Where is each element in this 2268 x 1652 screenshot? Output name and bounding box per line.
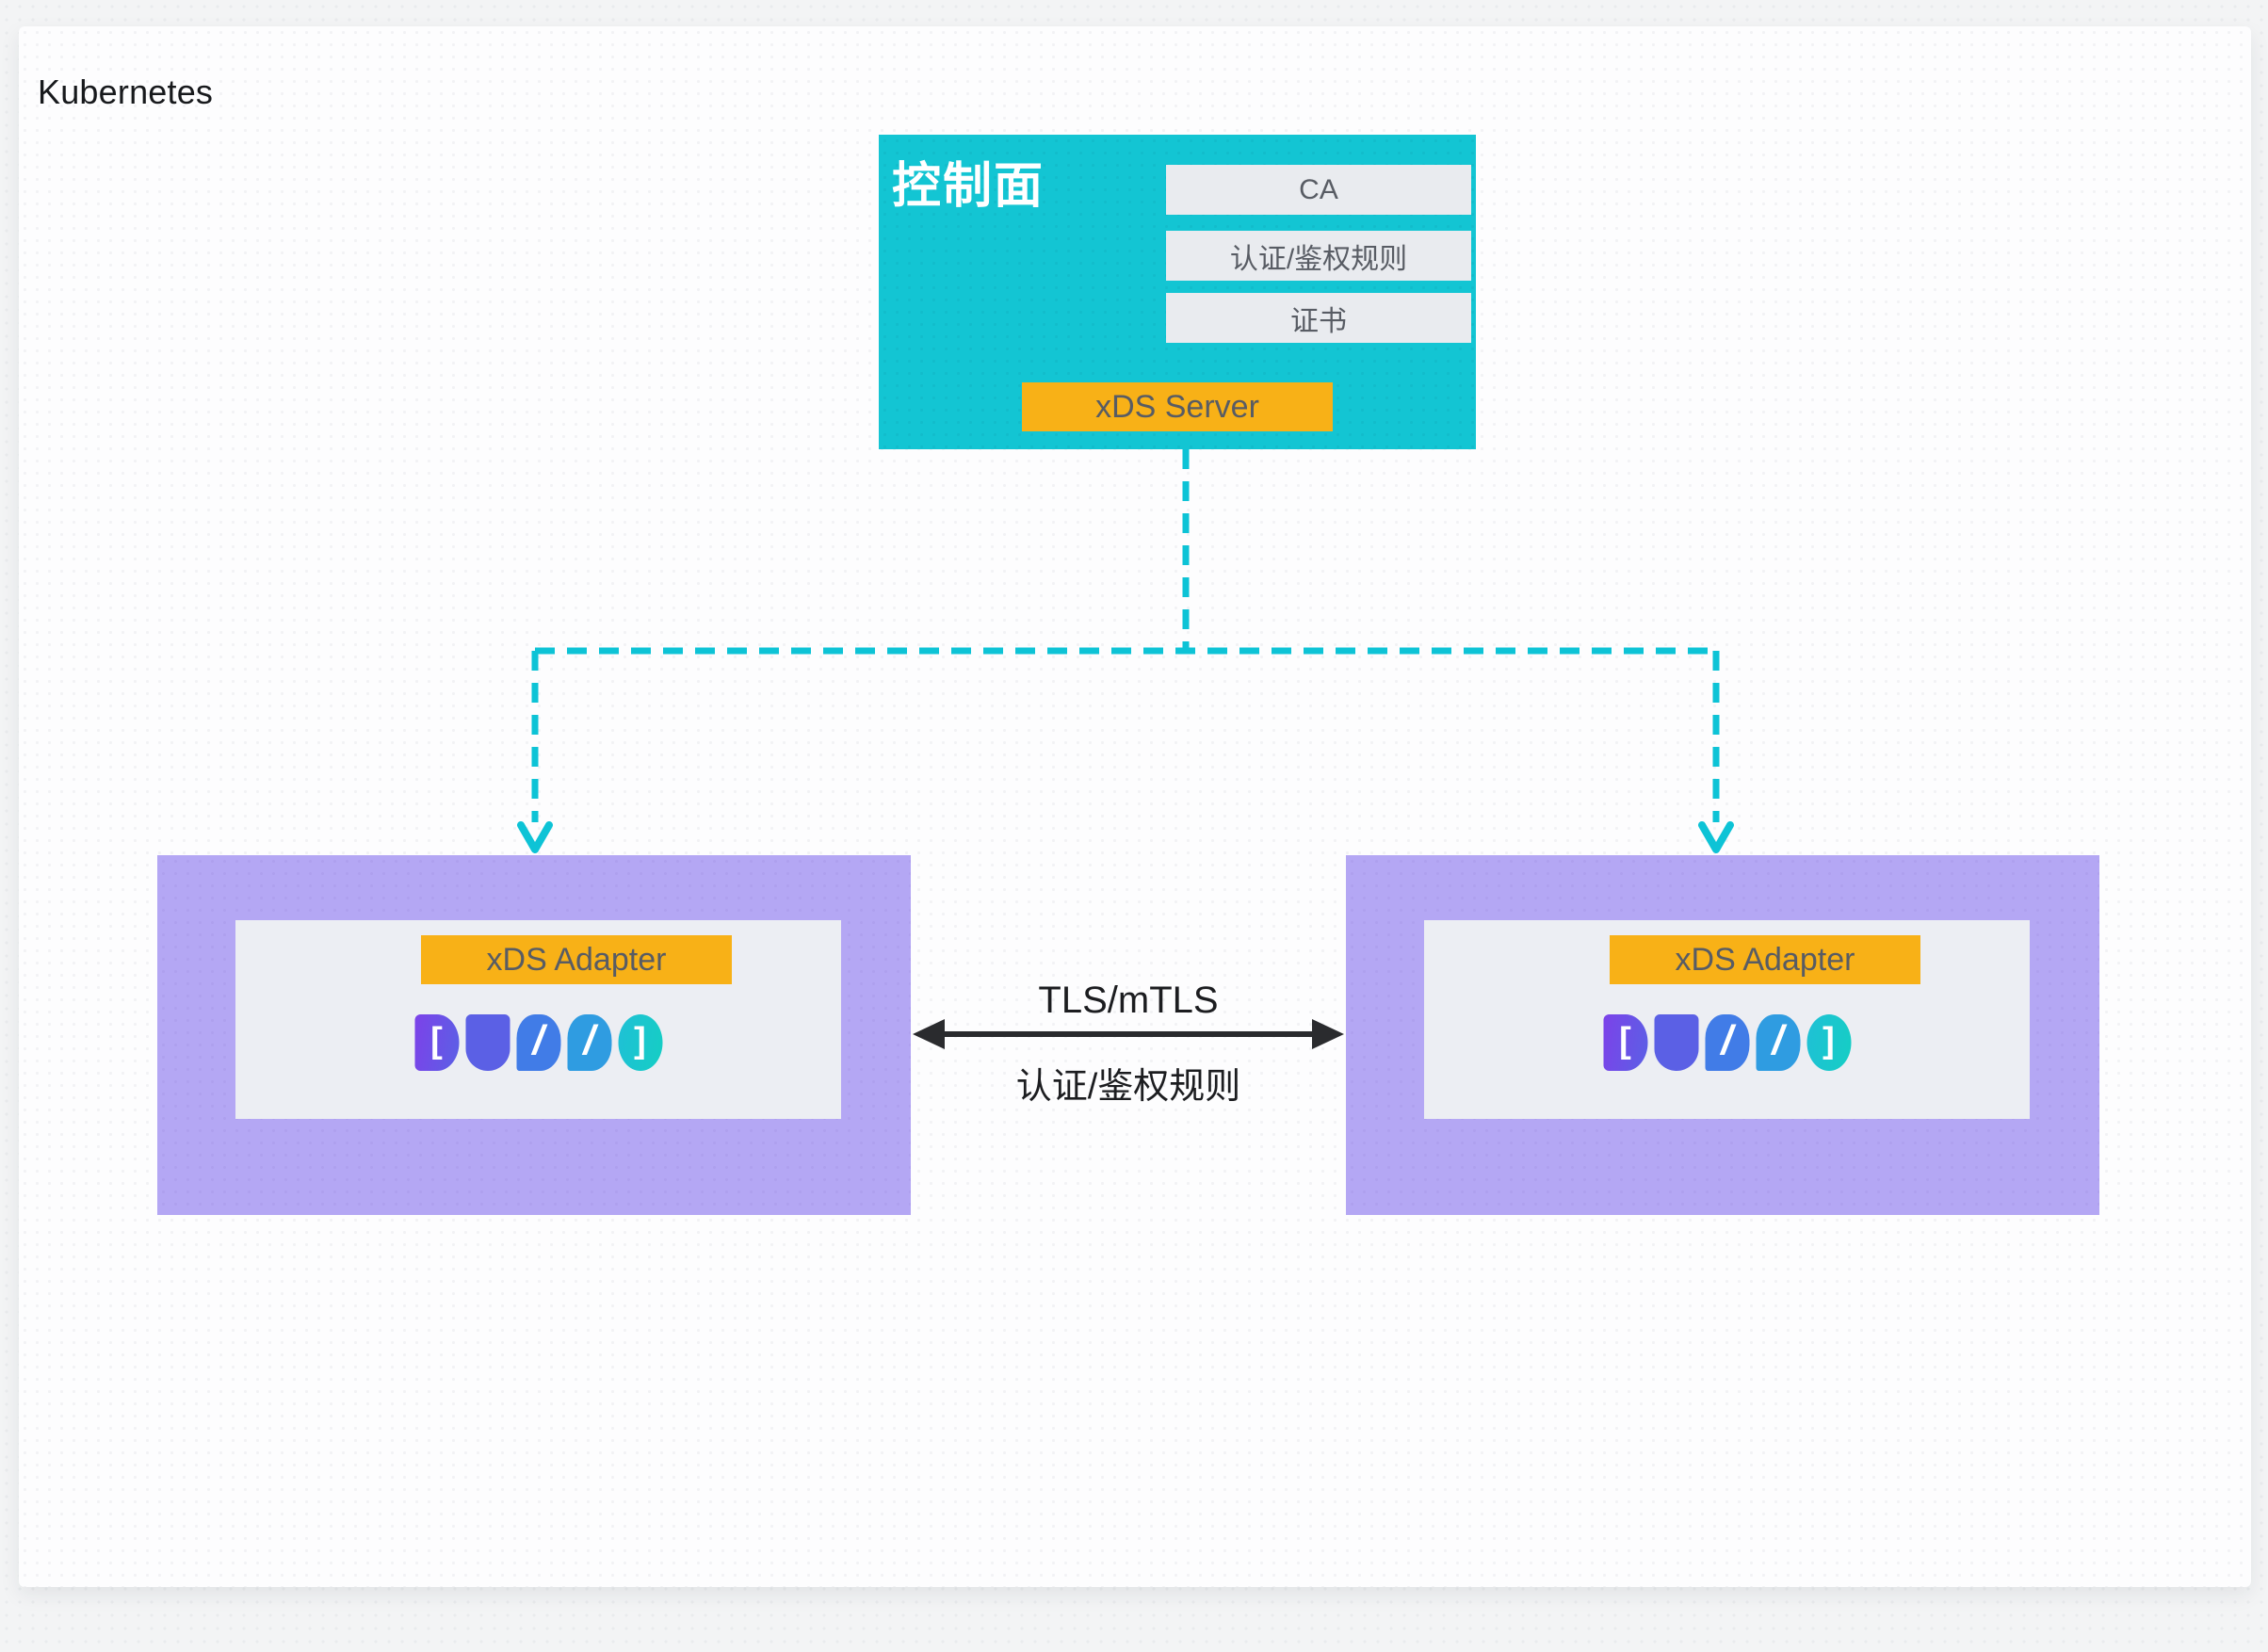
kubernetes-label: Kubernetes: [38, 73, 214, 111]
left-down-arrow-icon: [517, 821, 553, 853]
dubbo-letter-b2-icon: /: [1756, 1014, 1800, 1071]
xds-server-box: xDS Server: [1022, 382, 1333, 431]
dubbo-letter-d-icon: [: [414, 1014, 459, 1071]
control-plane-title: 控制面: [892, 159, 1045, 214]
dubbo-letter-b-icon: /: [516, 1014, 560, 1071]
dubbo-letter-o-icon: ]: [1806, 1014, 1851, 1071]
dubbo-letter-u-icon: [1654, 1014, 1698, 1071]
mtls-arrow-right-head-icon: [1312, 1019, 1344, 1049]
certificate-box: 证书: [1166, 293, 1471, 343]
auth-rules-label: 认证/鉴权规则: [1015, 1067, 1241, 1107]
left-dubbo-node-box: xDS Adapter [ / / ]: [157, 855, 911, 1215]
control-plane-box: 控制面 CA 认证/鉴权规则 证书 xDS Server: [879, 135, 1476, 449]
kubernetes-cluster-panel: Kubernetes 控制面 CA 认证/鉴权规则 证书 xDS Server …: [19, 26, 2251, 1587]
dubbo-logo: [ / / ]: [1603, 1014, 1851, 1071]
right-down-arrow-icon: [1698, 821, 1734, 853]
ca-box: CA: [1166, 165, 1471, 215]
tls-label: TLS/mTLS: [1038, 980, 1219, 1021]
left-xds-adapter-box: xDS Adapter: [421, 935, 732, 984]
dubbo-letter-d-icon: [: [1603, 1014, 1647, 1071]
right-node-inner-panel: xDS Adapter [ / / ]: [1424, 920, 2030, 1119]
right-xds-adapter-box: xDS Adapter: [1610, 935, 1920, 984]
dubbo-letter-o-icon: ]: [618, 1014, 662, 1071]
dubbo-letter-u-icon: [465, 1014, 510, 1071]
right-dubbo-node-box: xDS Adapter [ / / ]: [1346, 855, 2099, 1215]
mtls-arrow-left-head-icon: [913, 1019, 945, 1049]
dubbo-letter-b-icon: /: [1705, 1014, 1749, 1071]
dubbo-letter-b2-icon: /: [567, 1014, 611, 1071]
left-node-inner-panel: xDS Adapter [ / / ]: [235, 920, 841, 1119]
dubbo-logo: [ / / ]: [414, 1014, 662, 1071]
auth-rules-box: 认证/鉴权规则: [1166, 231, 1471, 281]
